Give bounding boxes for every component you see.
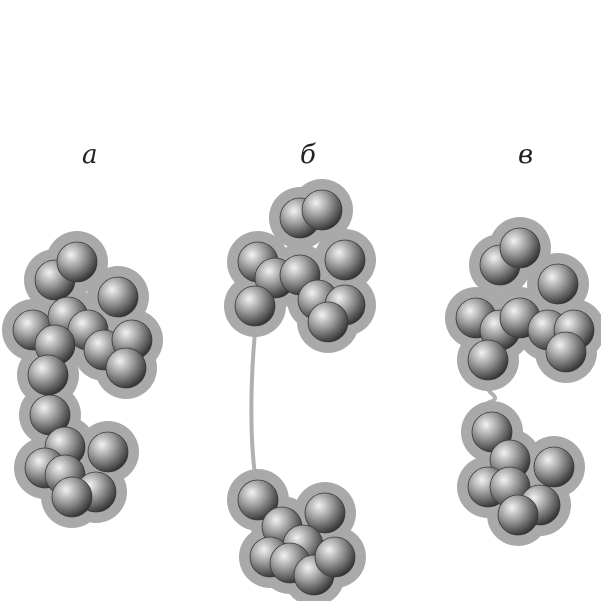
sphere-c-top-8 <box>468 340 508 380</box>
sphere-c-bottom-4 <box>534 447 574 487</box>
tether-b <box>251 322 256 482</box>
sphere-a-top-2 <box>98 277 138 317</box>
sphere-b-top-8 <box>235 286 275 326</box>
sphere-c-top-1 <box>500 228 540 268</box>
sphere-b-top-9 <box>308 302 348 342</box>
sphere-a-top-10 <box>28 355 68 395</box>
sphere-b-bottom-7 <box>315 537 355 577</box>
sphere-c-bottom-6 <box>498 495 538 535</box>
sphere-a-bottom-6 <box>52 477 92 517</box>
sphere-a-top-9 <box>106 348 146 388</box>
sphere-c-top-2 <box>538 264 578 304</box>
sphere-b-top-1 <box>302 190 342 230</box>
tethers <box>251 322 495 482</box>
sphere-c-top-9 <box>546 332 586 372</box>
sphere-b-top-3 <box>325 240 365 280</box>
sphere-a-bottom-4 <box>88 432 128 472</box>
sphere-a-top-1 <box>57 242 97 282</box>
